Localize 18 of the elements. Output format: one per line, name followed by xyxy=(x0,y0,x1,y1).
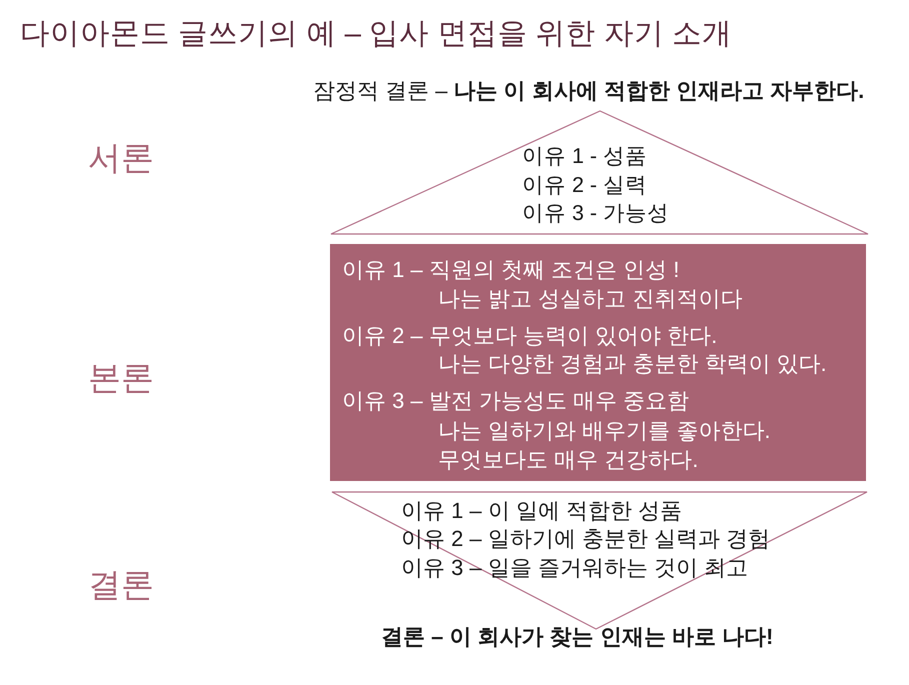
reason-text: 이유 1 - 성품 xyxy=(522,142,648,170)
detail-text: 무엇보다도 매우 건강하다. xyxy=(438,446,698,474)
reason-text: 이유 3 – 발전 가능성도 매우 중요함 xyxy=(342,387,690,415)
reason-text: 이유 3 - 가능성 xyxy=(522,200,670,226)
conclusion-statement: 결론 – 이 회사가 찾는 인재는 바로 나다! xyxy=(381,623,774,651)
detail-text: 나는 일하기와 배우기를 좋아한다. xyxy=(438,417,770,445)
reason-text: 이유 1 – 직원의 첫째 조건은 인성 ! xyxy=(342,256,680,284)
reason-text: 이유 1 – 이 일에 적합한 성품 xyxy=(401,497,682,525)
detail-text: 나는 밝고 성실하고 진취적이다 xyxy=(438,285,742,313)
text-panel xyxy=(330,244,866,481)
title: 다이아몬드 글쓰기의 예 – 입사 면접을 위한 자기 소개 xyxy=(20,16,732,52)
section-label: 서론 xyxy=(88,138,154,178)
section-label: 본론 xyxy=(88,358,154,398)
section-label: 결론 xyxy=(88,564,154,604)
reason-text: 이유 2 – 무엇보다 능력이 있어야 한다. xyxy=(342,322,718,350)
reason-text: 이유 2 - 실력 xyxy=(522,172,648,198)
conclusion-statement: 잠정적 결론 – 나는 이 회사에 적합한 인재라고 자부한다. xyxy=(313,77,864,105)
detail-text: 나는 다양한 경험과 충분한 학력이 있다. xyxy=(438,350,827,378)
